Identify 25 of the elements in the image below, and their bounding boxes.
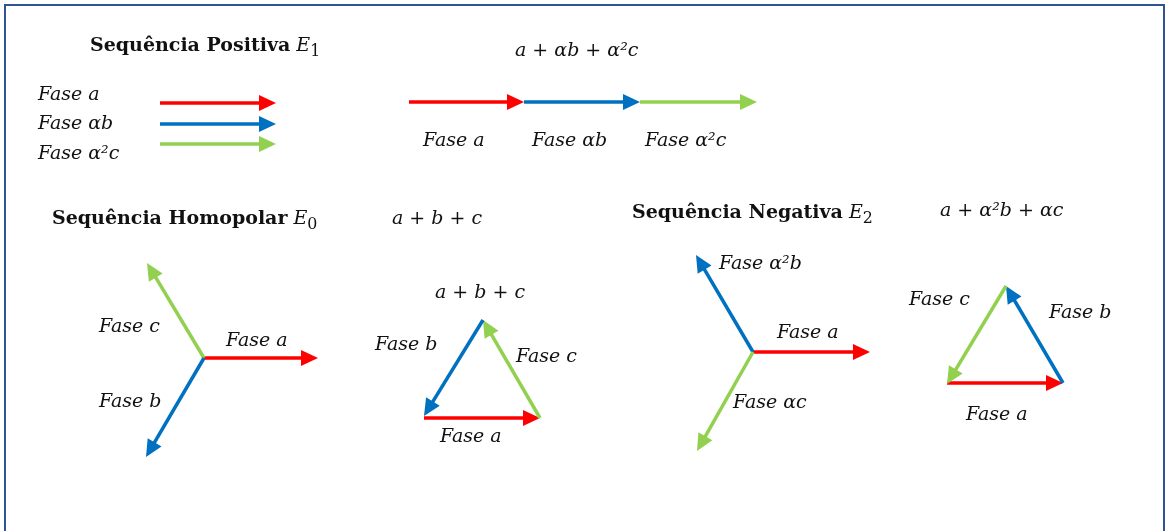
phase-label: Fase αc [733, 390, 807, 412]
formula-text: a + b + c [435, 280, 526, 302]
phase-label: Fase a [777, 320, 839, 342]
phase-label: Fase a [440, 424, 502, 446]
phase-label: Fase αb [532, 128, 608, 150]
phase-label: Fase α²c [645, 128, 727, 150]
legend-label: Fase α²c [38, 141, 120, 163]
formula-text: a + αb + α²c [515, 38, 639, 60]
formula-text: a + b + c [392, 206, 483, 228]
phase-label: Fase a [423, 128, 485, 150]
phase-label: Fase c [909, 287, 970, 309]
phase-label: Fase c [516, 344, 577, 366]
legend-label: Fase a [38, 82, 100, 104]
section-heading: Sequência Homopolar E$_{0}$ [52, 206, 318, 235]
phase-label: Fase a [226, 328, 288, 350]
phase-label: Fase b [99, 389, 162, 411]
phase-label: Fase b [375, 332, 438, 354]
phase-label: Fase b [1049, 300, 1112, 322]
section-heading: Sequência Negativa E$_{2}$ [632, 200, 873, 229]
formula-text: a + α²b + αc [940, 198, 1064, 220]
legend-label: Fase αb [38, 111, 114, 133]
phase-label: Fase a [966, 402, 1028, 424]
section-heading: Sequência Positiva E$_{1}$ [90, 33, 321, 62]
phase-label: Fase α²b [719, 251, 802, 273]
phase-label: Fase c [99, 314, 160, 336]
